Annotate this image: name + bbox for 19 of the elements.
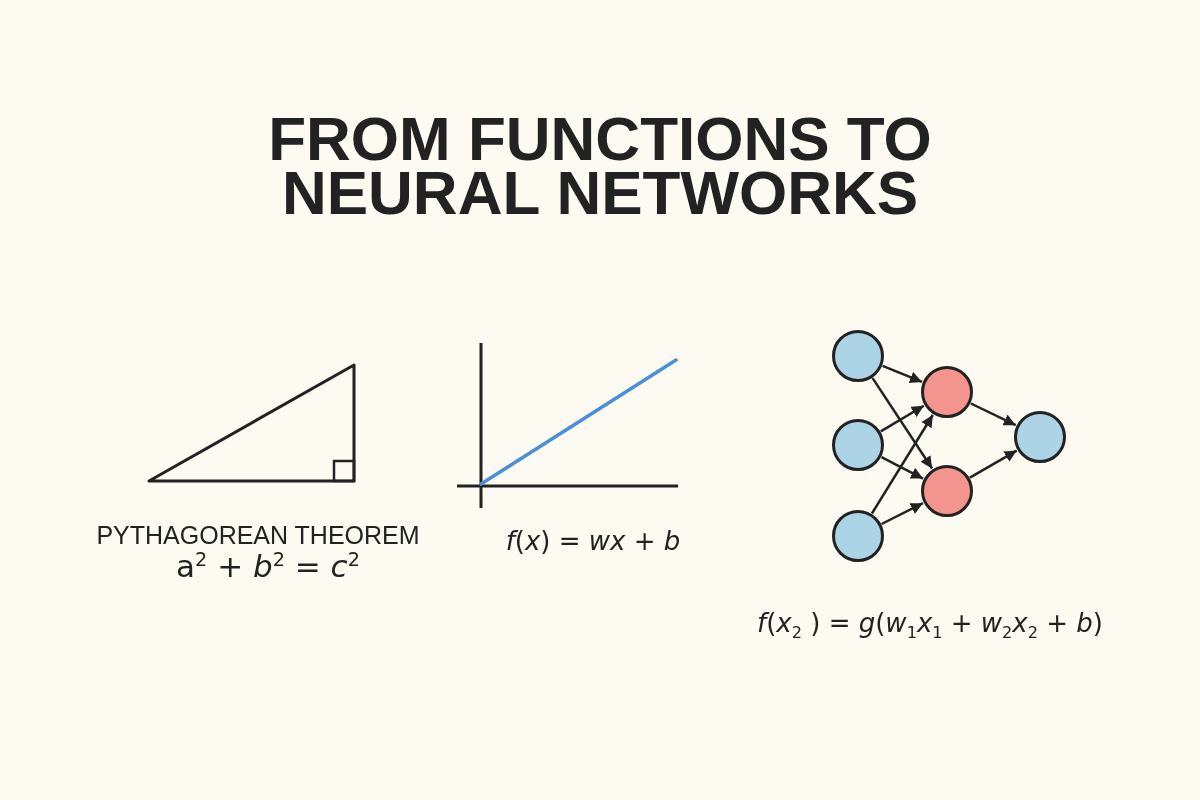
input-neuron <box>832 510 884 562</box>
output-neuron <box>1014 411 1066 463</box>
arrow <box>882 364 923 384</box>
pythagorean-equation: a$^{2}$ + b$^{2}$ = c$^{2}$ <box>176 548 360 586</box>
arrow <box>880 404 925 433</box>
arrow <box>880 456 924 480</box>
hidden-neuron <box>921 366 973 418</box>
hidden-neuron <box>921 465 973 517</box>
input-neuron <box>832 419 884 471</box>
theorem-name: PYTHAGOREAN THEOREM <box>96 520 420 550</box>
title: FROM FUNCTIONS TO NEURAL NETWORKS <box>267 112 933 220</box>
input-neuron <box>832 330 884 382</box>
arrow <box>870 414 934 515</box>
arrow <box>969 449 1018 479</box>
arrow <box>871 377 934 470</box>
arrow <box>970 402 1017 427</box>
arrow <box>881 502 924 526</box>
neuron-equation: f(x$_{2}$ ) = g(w$_{1}$x$_{1}$ + w$_{2}$x$_{2}$ + b) <box>757 608 1103 643</box>
linear-function-equation: f(x) = wx + b <box>505 526 681 558</box>
